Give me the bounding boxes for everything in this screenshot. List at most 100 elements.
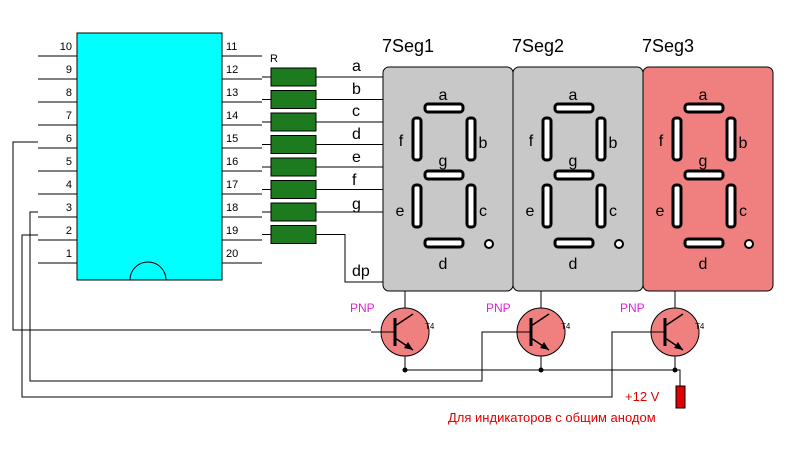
resistor-1 [270,67,317,87]
chip-pin-label-14: 14 [226,110,238,122]
segment-b [725,116,737,162]
segment-letter-a: a [439,87,448,104]
chip-pin-label-11: 11 [226,41,237,53]
segment-a [423,102,465,114]
segment-f [411,116,423,162]
transistor-arrow [674,342,683,350]
transistor-name-label: T4 [561,322,571,331]
decimal-point [484,239,494,249]
segment-letter-d: d [569,256,578,273]
chip-pin-label-5: 5 [66,156,72,168]
segment-c [465,183,477,229]
chip-pin-label-16: 16 [226,156,238,168]
transistor-emitter [664,313,684,327]
resistor-4 [270,135,317,154]
chip-pin-label-6: 6 [66,133,72,145]
signal-label-e: e [352,149,361,166]
segment-letter-c: c [739,203,747,220]
chip-pin-label-3: 3 [66,202,72,214]
transistor-type-label: PNP [350,301,375,315]
resistor-label: R [270,53,278,65]
chip-pin-label-12: 12 [226,64,238,76]
chip-pin-label-13: 13 [226,87,238,99]
wire-dp [316,234,383,283]
resistor-2 [270,90,317,109]
transistor-name-label: T4 [425,322,435,331]
signal-label-g: g [352,196,361,213]
wire-pin2-t3 [21,234,641,398]
chip-pin-label-8: 8 [66,87,72,99]
segment-letter-b: b [739,135,748,152]
segment-g [683,169,725,181]
chip-notch [129,261,167,281]
chip-pin-label-1: 1 [66,248,72,260]
transistor-emitter [394,313,414,327]
segment-c [595,183,607,229]
signal-label-c: c [352,103,360,120]
wires [12,76,681,398]
wire-pin3-t2 [29,211,507,382]
caption: Для индикаторов с общим анодом [448,410,656,425]
signal-label-f: f [352,172,357,189]
display-title-2: 7Seg2 [512,36,564,56]
segment-letter-a: a [699,87,708,104]
segment-letter-g: g [699,153,708,170]
segment-b [465,116,477,162]
transistor-1: PNP T4 [350,291,435,370]
chip-pin-label-15: 15 [226,133,238,145]
segment-letter-a: a [569,87,578,104]
segment-d [423,237,465,249]
resistor-3 [270,112,317,132]
segment-a [683,102,725,114]
chip-pin-label-4: 4 [66,179,72,191]
segment-letter-c: c [479,203,487,220]
chip-pin-label-19: 19 [226,225,238,237]
display-title-1: 7Seg1 [382,36,434,56]
ic-chip [76,32,223,281]
decimal-point [744,239,754,249]
segment-b [595,116,607,162]
segment-d [683,237,725,249]
segment-letter-b: b [479,135,488,152]
power-terminal [675,385,686,409]
chip-pin-label-17: 17 [226,179,238,191]
segment-letter-e: e [526,203,535,220]
chip-pin-label-7: 7 [66,110,72,122]
segment-letter-f: f [529,133,534,150]
segment-e [411,183,423,229]
segment-letter-c: c [609,203,617,220]
resistor-array [270,67,317,244]
chip-pin-label-20: 20 [226,248,238,260]
segment-a [553,102,595,114]
segment-letter-e: e [656,203,665,220]
resistor-7 [270,202,317,222]
segment-g [553,169,595,181]
chip-pin-label-2: 2 [66,225,72,237]
transistor-emitter [530,313,550,327]
transistor-type-label: PNP [620,301,645,315]
segment-c [725,183,737,229]
resistor-6 [270,180,317,199]
chip-pin-label-10: 10 [60,41,72,53]
resistor-5 [270,157,317,177]
transistor-arrow [540,342,549,350]
segment-letter-d: d [699,256,708,273]
signal-label-dp: dp [352,263,370,280]
segment-f [671,116,683,162]
segment-d [553,237,595,249]
signal-label-a: a [352,58,361,75]
resistor-8 [270,225,317,244]
wire-pin6-t1 [12,141,371,331]
segment-letter-f: f [399,133,404,150]
chip-body [76,32,223,281]
chip-pin-label-18: 18 [226,202,238,214]
segment-letter-g: g [439,153,448,170]
